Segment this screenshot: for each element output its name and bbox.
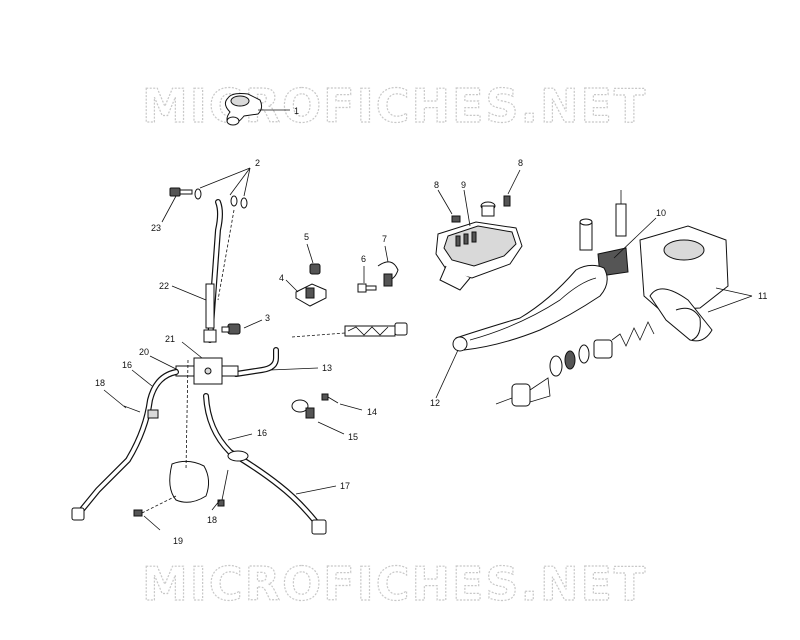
- part-screw-6: [357, 283, 377, 293]
- leader-2b: [243, 167, 251, 197]
- leader-14: [339, 403, 363, 411]
- watermark-top: MICROFICHES.NET: [142, 79, 647, 133]
- leader-18b: [211, 499, 221, 511]
- leader-5: [306, 243, 314, 264]
- callout-1: 1: [294, 106, 299, 116]
- leader-3: [243, 319, 263, 329]
- callout-10: 10: [656, 208, 666, 218]
- leader-15: [317, 421, 345, 435]
- leader-11a: [715, 287, 753, 297]
- part-piston-assembly: [495, 321, 655, 407]
- leader-2c: [199, 167, 251, 189]
- part-banjo-bolt: [169, 187, 248, 209]
- callout-21: 21: [165, 334, 175, 344]
- part-clamp-15: [291, 399, 315, 419]
- callout-3: 3: [265, 313, 270, 323]
- part-clip-4: [295, 283, 327, 307]
- callout-16b: 16: [257, 428, 267, 438]
- leader-22: [171, 285, 207, 301]
- callout-19: 19: [173, 536, 183, 546]
- callout-16a: 16: [122, 360, 132, 370]
- callout-8b: 8: [518, 158, 523, 168]
- callout-23: 23: [151, 223, 161, 233]
- leader-8a: [437, 189, 453, 215]
- callout-18a: 18: [95, 378, 105, 388]
- part-brake-lever: [452, 264, 608, 352]
- leader-9: [463, 189, 471, 227]
- leader-8b: [507, 169, 521, 195]
- part-brake-hose-left: [71, 369, 179, 521]
- watermark-bottom: MICROFICHES.NET: [142, 557, 647, 611]
- part-bracket-19: [133, 359, 210, 517]
- leader-21: [181, 341, 203, 359]
- leader-2a: [229, 167, 251, 196]
- callout-14: 14: [367, 407, 377, 417]
- callout-13: 13: [322, 363, 332, 373]
- leader-16b: [227, 433, 253, 441]
- leader-20: [149, 355, 179, 371]
- part-brake-line-upper: [203, 199, 235, 343]
- callout-12: 12: [430, 398, 440, 408]
- callout-17: 17: [340, 481, 350, 491]
- leader-7: [384, 245, 389, 263]
- callout-20: 20: [139, 347, 149, 357]
- leader-16a: [131, 369, 153, 387]
- callout-4: 4: [279, 273, 284, 283]
- part-junction-block: [175, 357, 239, 385]
- callout-labels: 1 2 3 4 5 6 7 8 8 9 10 11 12 13 14 15 16…: [95, 106, 767, 546]
- callout-22: 22: [159, 281, 169, 291]
- part-bolt-14: [321, 393, 339, 404]
- callout-6: 6: [361, 254, 366, 264]
- part-clamp-7: [377, 261, 399, 287]
- leader-4: [285, 279, 299, 293]
- leader-10: [613, 217, 657, 259]
- part-reservoir-cover: [435, 195, 523, 291]
- part-brake-hose-right: [203, 393, 327, 535]
- part-nut-5: [309, 263, 321, 275]
- leader-23: [161, 195, 177, 223]
- part-fitting-3: [221, 323, 241, 335]
- leader-12: [435, 349, 459, 399]
- part-master-cylinder: [579, 190, 729, 342]
- callout-8a: 8: [434, 180, 439, 190]
- leader-13: [269, 367, 319, 371]
- leader-19: [143, 515, 161, 531]
- leader-18a: [103, 389, 127, 409]
- callout-18b: 18: [207, 515, 217, 525]
- part-tee-fitting: [224, 93, 263, 126]
- callout-5: 5: [304, 232, 309, 242]
- callout-15: 15: [348, 432, 358, 442]
- part-brake-line-13: [233, 322, 408, 377]
- callout-9: 9: [461, 180, 466, 190]
- callout-2: 2: [255, 158, 260, 168]
- leader-11b: [707, 295, 753, 313]
- callout-11: 11: [758, 291, 767, 301]
- callout-7: 7: [382, 234, 387, 244]
- leader-17: [295, 485, 337, 495]
